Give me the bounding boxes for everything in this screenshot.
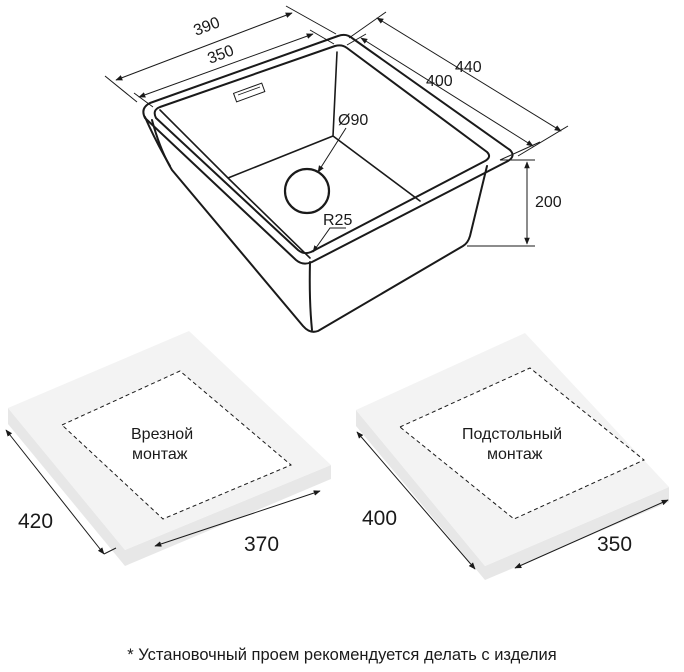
brand-plate-icon [232,82,266,103]
dim-400: 400 [426,73,453,90]
cutout-flush-label-1: Врезной [131,426,193,443]
cutout-opening-right [399,367,645,520]
sink-body-left-edge [144,116,171,167]
sink-dimensions [104,5,569,253]
dim-400-cutout: 400 [362,507,397,530]
sink-rim-inner [153,44,491,255]
dim-420: 420 [18,510,53,533]
cutout-undermount [356,333,669,580]
cutout-opening-left [61,370,292,520]
sink-bowl-back [159,51,421,259]
dim-200: 200 [535,194,562,211]
dim-390: 390 [191,14,222,39]
dim-350-cutout: 350 [597,533,632,556]
dim-drain: Ø90 [338,112,368,129]
cutout-under-label-2: монтаж [487,446,543,463]
footnote: * Установочный проем рекомендуется делат… [127,646,557,664]
drain-hole [283,167,331,215]
cutout-flush-label-2: монтаж [132,446,188,463]
dim-370: 370 [244,533,279,556]
sink-body-front-edge [308,261,313,331]
sink-isometric [142,33,514,333]
sink-rim-outer [142,33,514,265]
dim-radius: R25 [323,212,352,229]
cutout-under-label-1: Подстольный [462,426,562,443]
cutout-flush-mount [5,331,331,566]
dim-440: 440 [455,59,482,76]
